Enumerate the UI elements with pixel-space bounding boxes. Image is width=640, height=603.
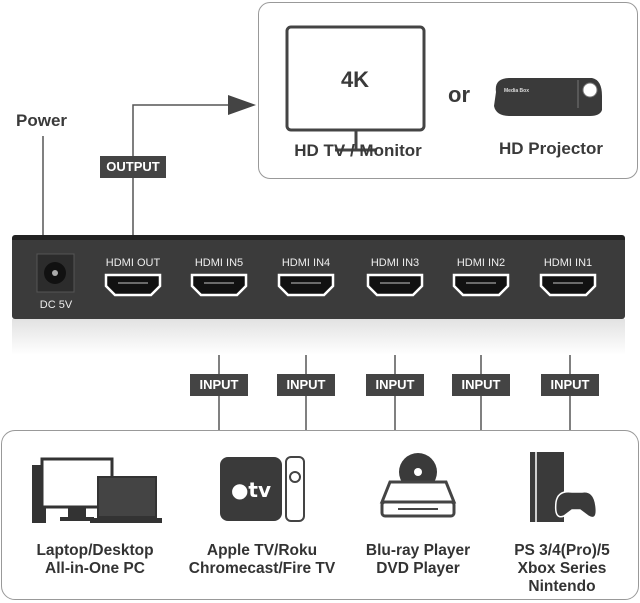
or-label: or bbox=[448, 82, 470, 107]
tv-screen-label: 4K bbox=[340, 67, 370, 92]
output-devices-panel bbox=[258, 2, 638, 179]
port-label: HDMI IN2 bbox=[456, 257, 506, 269]
projector-label: HD Projector bbox=[499, 139, 603, 158]
caption-line: Blu-ray Player bbox=[365, 542, 471, 559]
input-sources-panel bbox=[1, 430, 639, 600]
caption-line: Apple TV/Roku bbox=[206, 542, 318, 559]
caption-line: All-in-One PC bbox=[45, 560, 145, 577]
tv-label: HD TV / Monitor bbox=[294, 141, 422, 160]
game-console-icon bbox=[530, 452, 598, 522]
port-label: HDMI IN3 bbox=[370, 257, 420, 269]
svg-text:●tv: ●tv bbox=[231, 478, 271, 502]
input-tag: INPUT bbox=[277, 374, 335, 396]
hdmi-port-icon[interactable] bbox=[539, 273, 597, 297]
computer-icon bbox=[32, 457, 162, 523]
apple-tv-icon: ●tv bbox=[220, 456, 305, 522]
device-reflection bbox=[12, 319, 625, 355]
caption-line: PS 3/4(Pro)/5 bbox=[514, 542, 610, 559]
caption-line: DVD Player bbox=[376, 560, 460, 577]
disc-player-icon bbox=[379, 453, 457, 518]
projector-brand: Media Box bbox=[504, 88, 529, 94]
hdmi-port-icon[interactable] bbox=[190, 273, 248, 297]
input-tag: INPUT bbox=[190, 374, 248, 396]
input-tag: INPUT bbox=[452, 374, 510, 396]
dc-label: DC 5V bbox=[39, 299, 73, 311]
caption-line: Chromecast/Fire TV bbox=[188, 560, 336, 577]
hdmi-port-icon[interactable] bbox=[277, 273, 335, 297]
power-label: Power bbox=[16, 111, 68, 130]
projector-icon: Media Box bbox=[494, 78, 602, 116]
output-tag: OUTPUT bbox=[100, 156, 166, 178]
port-label: HDMI IN4 bbox=[281, 257, 331, 269]
caption-line: Xbox Series bbox=[517, 560, 607, 577]
port-label: HDMI IN5 bbox=[194, 257, 244, 269]
hdmi-port-icon[interactable] bbox=[104, 273, 162, 297]
input-tag: INPUT bbox=[366, 374, 424, 396]
port-label: HDMI OUT bbox=[105, 257, 161, 269]
caption-line: Nintendo bbox=[528, 578, 596, 595]
hdmi-port-icon[interactable] bbox=[452, 273, 510, 297]
hdmi-port-icon[interactable] bbox=[366, 273, 424, 297]
caption-line: Laptop/Desktop bbox=[36, 542, 154, 559]
monitor-icon bbox=[285, 25, 426, 152]
input-tag: INPUT bbox=[541, 374, 599, 396]
port-label: HDMI IN1 bbox=[543, 257, 593, 269]
dc-jack-icon bbox=[36, 253, 75, 293]
